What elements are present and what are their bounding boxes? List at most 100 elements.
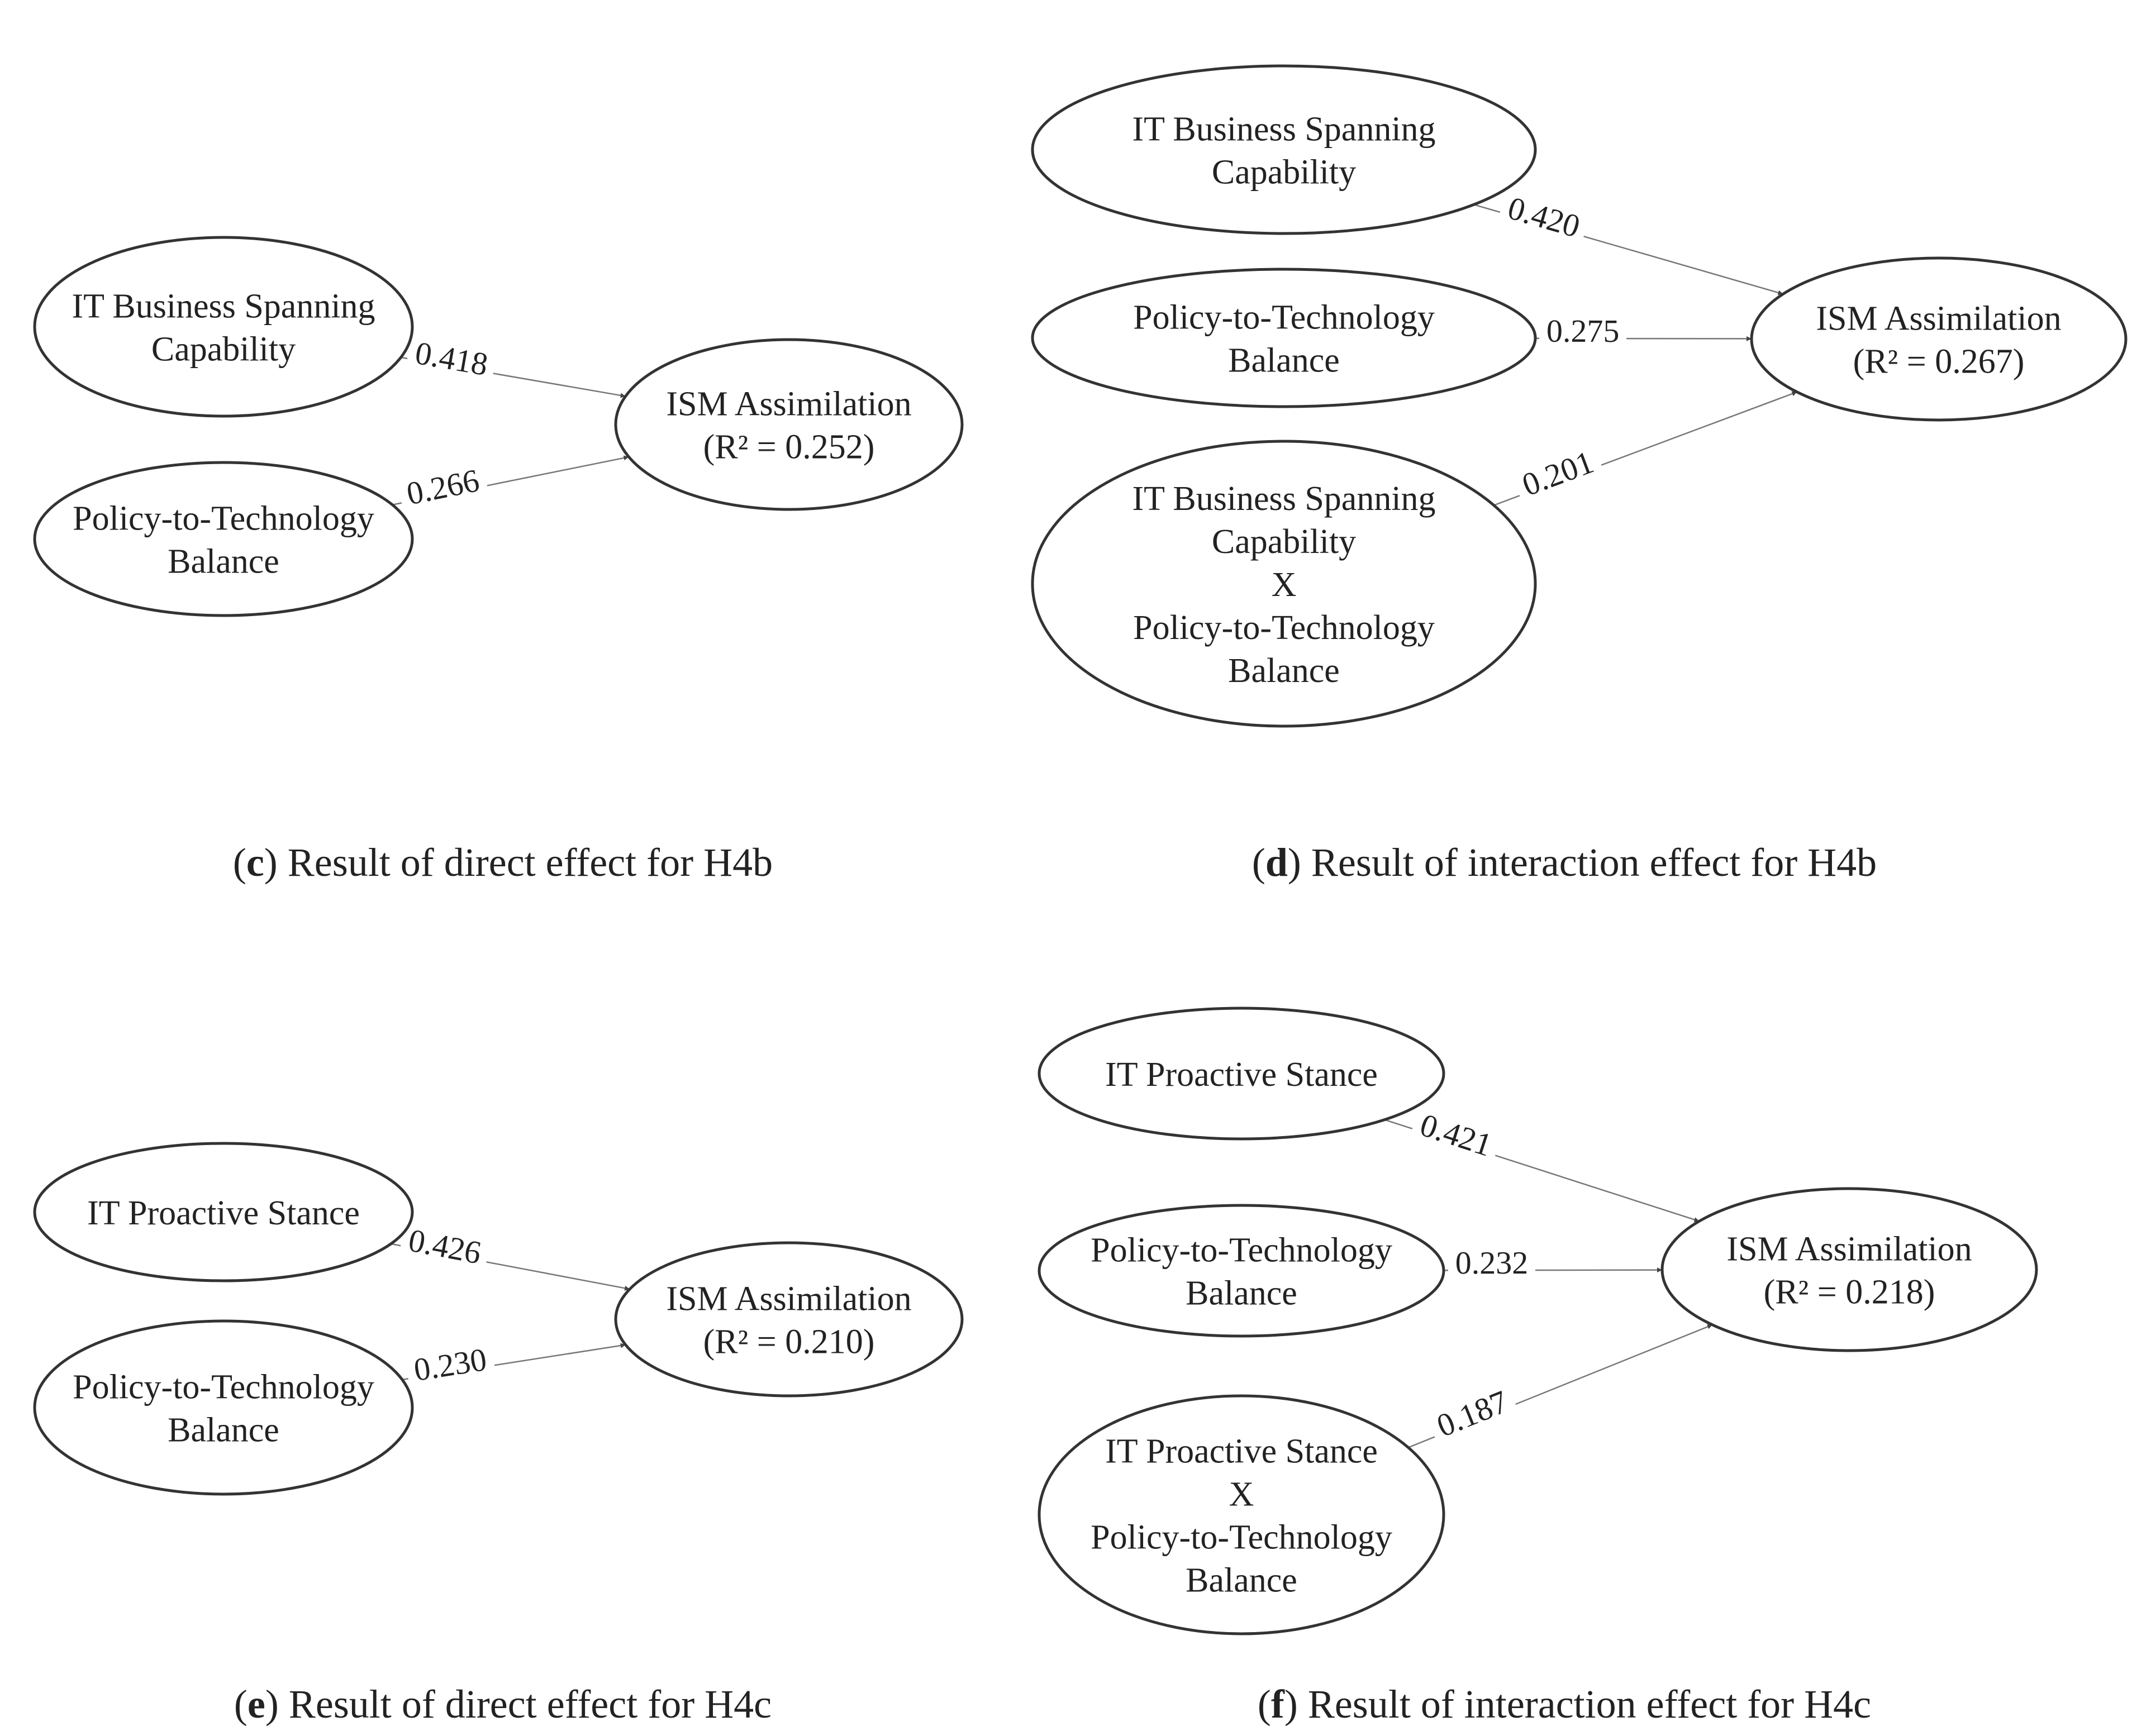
panel-caption-f: (f) Result of interaction effect for H4c — [1258, 1682, 1871, 1727]
path-coefficient: 0.420 — [1497, 189, 1590, 246]
construct-ellipse — [1038, 1394, 1445, 1635]
coefficient-backing — [1497, 190, 1590, 246]
construct-ellipse — [1031, 64, 1537, 235]
path-edge-f-int-to-f-ism: 0.187 — [1408, 1324, 1713, 1448]
construct-label-line: Capability — [1212, 523, 1356, 561]
coefficient-backing — [404, 1343, 496, 1389]
coefficient-backing — [406, 336, 497, 384]
caption-panel-letter: d — [1265, 840, 1288, 885]
path-edge-c-ptb-to-c-ism: 0.266 — [392, 455, 629, 513]
construct-label-line: Policy-to-Technology — [1091, 1232, 1392, 1270]
construct-ellipse — [1660, 1187, 2038, 1352]
coefficient-backing — [1512, 444, 1605, 505]
construct-label-line: IT Business Spanning — [1132, 480, 1435, 518]
caption-open-paren: ( — [233, 840, 246, 885]
construct-ellipse — [614, 338, 964, 511]
construct-label-line: Balance — [1186, 1275, 1297, 1313]
coefficient-backing — [1426, 1383, 1520, 1447]
path-edge-c-itbs-to-c-ism: 0.418 — [401, 335, 626, 398]
caption-text: ) Result of direct effect for H4b — [264, 840, 773, 885]
construct-label-line: ISM Assimilation — [1726, 1231, 1972, 1268]
path-coefficient-value: 0.426 — [406, 1222, 484, 1271]
construct-label-line: Balance — [1186, 1562, 1297, 1600]
construct-node-e-ism: ISM Assimilation (R² = 0.210) — [614, 1241, 964, 1398]
coefficient-backing — [1409, 1107, 1502, 1165]
path-coefficient-value: 0.418 — [412, 335, 491, 383]
caption-text: ) Result of interaction effect for H4b — [1288, 840, 1877, 885]
path-coefficient: 0.418 — [406, 335, 497, 384]
coefficient-backing — [398, 1223, 491, 1272]
path-edge-d-int-to-d-ism: 0.201 — [1493, 391, 1797, 506]
path-edge-f-itps-to-f-ism: 0.421 — [1384, 1107, 1700, 1222]
caption-panel-letter: f — [1271, 1682, 1285, 1727]
panel-caption-d: (d) Result of interaction effect for H4b — [1252, 840, 1877, 885]
construct-label-line: Balance — [1228, 652, 1340, 690]
construct-ellipse — [1750, 256, 2128, 422]
construct-label-line: (R² = 0.210) — [703, 1323, 875, 1361]
path-coefficient-value: 0.232 — [1455, 1244, 1529, 1281]
caption-panel-letter: c — [246, 840, 264, 885]
construct-ellipse — [33, 461, 414, 617]
construct-label-line: IT Proactive Stance — [1105, 1056, 1378, 1094]
construct-node-f-ism: ISM Assimilation (R² = 0.218) — [1660, 1187, 2038, 1352]
construct-node-c-ism: ISM Assimilation (R² = 0.252) — [614, 338, 964, 511]
path-coefficient-value: 0.187 — [1432, 1383, 1513, 1444]
construct-label-line: Policy-to-Technology — [1091, 1519, 1392, 1557]
construct-label-line: Balance — [168, 543, 279, 581]
path-edge-d-itbs-to-d-ism: 0.420 — [1473, 189, 1783, 295]
construct-label-line: Capability — [151, 331, 296, 369]
caption-open-paren: ( — [234, 1682, 248, 1727]
construct-ellipse — [1038, 1007, 1445, 1141]
construct-ellipse — [1031, 268, 1537, 408]
path-coefficient-value: 0.420 — [1504, 189, 1584, 245]
construct-ellipse — [1038, 1204, 1445, 1338]
path-coefficient: 0.421 — [1409, 1107, 1502, 1165]
coefficient-backing — [1539, 316, 1627, 349]
path-coefficient-value: 0.201 — [1517, 443, 1598, 503]
construct-label-line: Policy-to-Technology — [1133, 299, 1435, 337]
construct-label-line: (R² = 0.218) — [1764, 1274, 1935, 1311]
construct-node-e-itps: IT Proactive Stance — [33, 1142, 414, 1282]
caption-open-paren: ( — [1252, 840, 1265, 885]
path-edge-e-ptb-to-e-ism: 0.230 — [402, 1341, 626, 1389]
construct-label-line: Policy-to-Technology — [73, 500, 374, 538]
path-coefficient: 0.230 — [404, 1341, 496, 1389]
construct-label-line: IT Proactive Stance — [1105, 1433, 1378, 1471]
construct-label-line: ISM Assimilation — [666, 385, 911, 423]
path-coefficient-value: 0.421 — [1416, 1107, 1496, 1163]
construct-label-line: X — [1229, 1476, 1254, 1514]
construct-label-line: IT Business Spanning — [72, 288, 375, 326]
path-coefficient-value: 0.275 — [1546, 313, 1620, 349]
construct-label-line: (R² = 0.267) — [1853, 343, 2025, 381]
path-edge-f-ptb-to-f-ism: 0.232 — [1443, 1244, 1663, 1281]
path-coefficient: 0.201 — [1512, 443, 1605, 505]
panel-caption-e: (e) Result of direct effect for H4c — [234, 1682, 772, 1727]
construct-label-line: IT Proactive Stance — [87, 1194, 360, 1232]
construct-node-d-ism: ISM Assimilation(R² = 0.267) — [1750, 256, 2128, 422]
construct-label-line: Policy-to-Technology — [73, 1368, 374, 1406]
construct-label-line: (R² = 0.252) — [703, 428, 875, 466]
construct-ellipse — [33, 1142, 414, 1282]
path-coefficient-value: 0.266 — [403, 462, 482, 512]
construct-label-line: ISM Assimilation — [666, 1280, 911, 1318]
construct-ellipse — [33, 1319, 414, 1496]
construct-label-line: Policy-to-Technology — [1133, 609, 1435, 647]
construct-label-line: X — [1272, 566, 1297, 604]
path-coefficient: 0.232 — [1448, 1244, 1536, 1281]
caption-panel-letter: e — [248, 1682, 265, 1727]
coefficient-backing — [1448, 1248, 1536, 1281]
path-coefficient: 0.426 — [398, 1222, 491, 1272]
construct-ellipse — [614, 1241, 964, 1398]
construct-ellipse — [33, 236, 414, 418]
construct-ellipse — [1031, 440, 1537, 728]
construct-label-line: Capability — [1212, 154, 1356, 192]
